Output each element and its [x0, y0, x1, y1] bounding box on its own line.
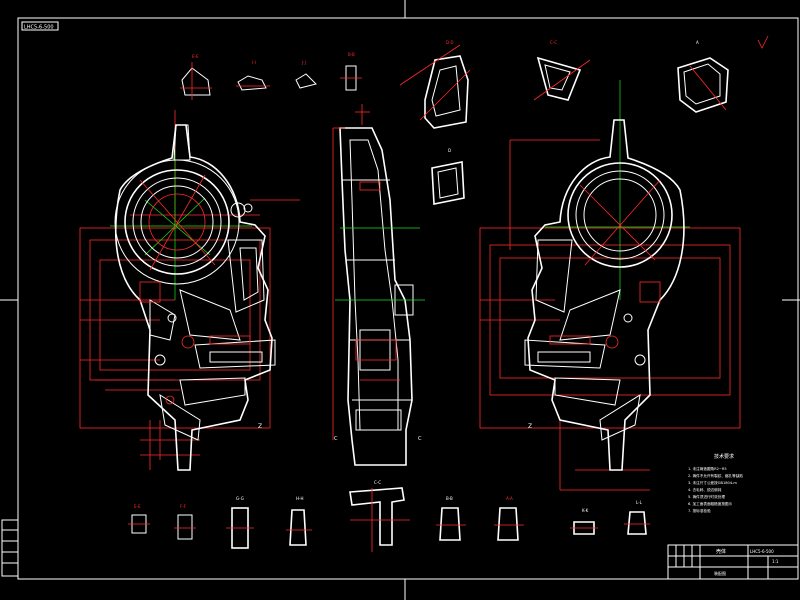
left-main-view: Z — [79, 110, 300, 471]
technical-notes: 技术要求 1. 未注铸造圆角R2~R5 2. 铸件不允许有裂纹、缩孔等缺陷 3.… — [688, 453, 743, 513]
note-5: 5. 铸件须进行时效处理 — [688, 494, 725, 499]
note-2: 2. 铸件不允许有裂纹、缩孔等缺陷 — [688, 473, 743, 478]
corner-tag-text: LHC5-6-500 — [24, 25, 54, 31]
title-block-scale: 1:1 — [772, 559, 779, 564]
notes-title: 技术要求 — [714, 453, 734, 460]
view-marker-z-left: Z — [258, 423, 262, 430]
middle-side-view: C C — [332, 104, 425, 466]
section-label-9: C-C — [374, 480, 381, 485]
section-label-15: A-A — [506, 496, 513, 501]
note-6: 6. 加工面表面粗糙度按图示 — [688, 501, 733, 506]
section-label-12: G-G — [236, 496, 244, 501]
section-label-16: K-K — [582, 508, 589, 513]
section-label-8: D — [448, 148, 451, 153]
right-main-view: Z — [479, 80, 741, 491]
title-block-name: 壳体 — [716, 548, 726, 555]
note-4: 4. 去毛刺、锐边倒钝 — [688, 487, 722, 492]
note-3: 3. 未注尺寸公差按GB1804-m — [688, 480, 737, 485]
corner-tag: LHC5-6-500 — [21, 21, 59, 31]
view-marker-z-right: Z — [528, 423, 532, 430]
view-marker-c-right: C — [418, 436, 422, 442]
section-label-5: D-D — [446, 40, 454, 45]
section-label-4: B-B — [348, 52, 355, 57]
top-detail-sections: E-E I-I J-J B-B D-D C-C A D — [180, 35, 769, 205]
note-1: 1. 未注铸造圆角R2~R5 — [688, 466, 727, 471]
section-label-11: F-F — [180, 504, 187, 509]
section-label-7: A — [696, 40, 699, 45]
title-block: 壳体 LHC5-6-500 1:1 装配图 — [667, 544, 799, 580]
section-label-3: J-J — [301, 60, 306, 65]
title-block-code: LHC5-6-500 — [750, 549, 774, 554]
section-label-10: E-E — [134, 504, 141, 509]
section-label-13: H-H — [296, 496, 303, 501]
bottom-detail-sections: C-C E-E F-F G-G H-H B-B A-A K-K L-L — [128, 480, 650, 552]
section-label-1: E-E — [192, 54, 199, 59]
title-block-sub: 装配图 — [714, 570, 726, 576]
note-7: 7. 按标准检验 — [688, 508, 711, 513]
section-label-14: B-B — [446, 496, 453, 501]
section-label-6: C-C — [550, 40, 557, 45]
section-label-17: L-L — [636, 500, 643, 505]
view-marker-c-left: C — [334, 436, 338, 442]
section-label-2: I-I — [252, 60, 256, 65]
